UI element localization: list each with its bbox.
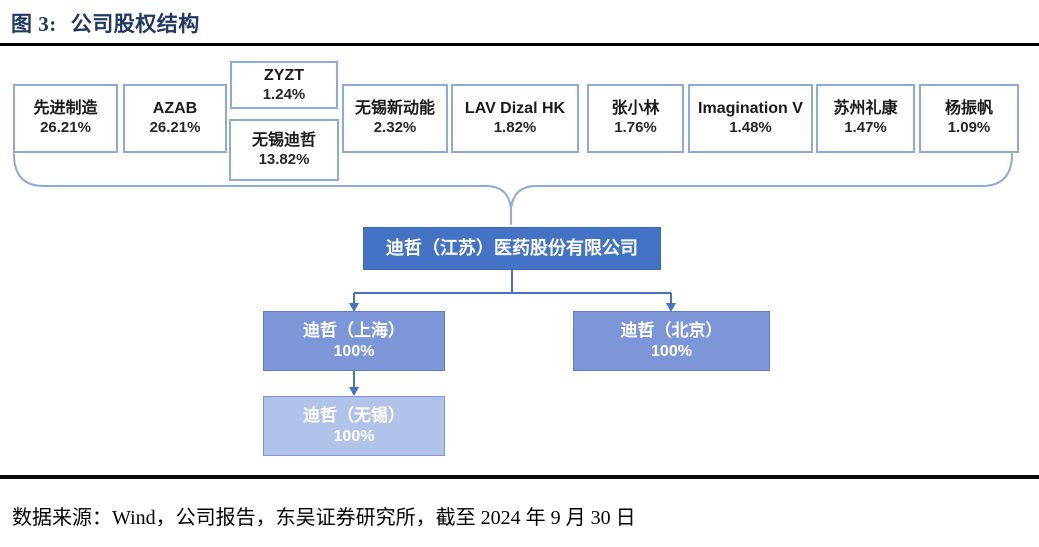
shareholder-name: 无锡迪哲 [251,131,316,149]
subsidiary-name: 迪哲（上海） [303,321,405,341]
shareholder-box: 先进制造 26.21% [13,84,118,153]
shareholder-box: 苏州礼康 1.47% [816,84,915,153]
shareholder-name: 无锡新动能 [354,100,435,118]
shareholder-pct: 13.82% [258,150,310,168]
shareholder-box: 张小林 1.76% [587,84,684,153]
shareholder-name: 杨振帆 [944,100,993,118]
shareholder-pct: 2.32% [373,119,417,137]
shareholder-pct: 1.82% [493,119,537,137]
tree-lines [353,270,672,388]
shareholder-pct: 1.48% [729,119,772,137]
shareholder-box: 杨振帆 1.09% [919,84,1019,153]
subsidiary-box-shanghai: 迪哲（上海） 100% [263,311,445,371]
shareholder-name: 先进制造 [33,100,98,118]
shareholder-box: LAV Dizal HK 1.82% [451,84,579,153]
arrow-down-icon [666,303,676,312]
arrow-down-icon [349,387,359,396]
shareholder-box: Imagination V 1.48% [688,84,813,153]
subsidiary-pct: 100% [333,427,375,445]
shareholder-pct: 1.76% [614,119,657,137]
shareholder-pct: 26.21% [40,119,91,137]
shareholder-name: LAV Dizal HK [464,100,566,118]
shareholder-name: 苏州礼康 [833,100,898,118]
top-divider [0,43,1039,46]
shareholder-name: ZYZT [264,66,304,84]
figure-label: 图 3: [11,12,57,36]
shareholder-box: ZYZT 1.24% [230,61,338,109]
arrow-down-icon [349,303,359,312]
figure-title-text: 公司股权结构 [70,12,200,36]
subsidiary-pct: 100% [333,342,375,360]
shareholder-pct: 26.21% [149,119,201,137]
connector-lines [13,153,1013,396]
shareholder-name: Imagination V [698,100,803,118]
subsidiary-box-wuxi: 迪哲（无锡） 100% [263,396,445,456]
subsidiary-pct: 100% [651,342,692,360]
shareholder-box: 无锡新动能 2.32% [342,84,448,153]
subsidiary-name: 迪哲（北京） [620,321,723,341]
shareholder-box: AZAB 26.21% [123,84,227,153]
shareholder-name: 张小林 [611,100,660,118]
shareholder-pct: 1.24% [262,85,306,103]
subsidiary-box-beijing: 迪哲（北京） 100% [573,311,770,371]
shareholder-pct: 1.47% [844,119,887,137]
parent-company-box: 迪哲（江苏）医药股份有限公司 [363,227,661,270]
shareholder-name: AZAB [152,100,198,118]
bottom-divider [0,475,1039,479]
brace-shape [13,153,1013,225]
shareholder-box: 无锡迪哲 13.82% [229,119,339,181]
source-note: 数据来源：Wind，公司报告，东吴证券研究所，截至 2024 年 9 月 30 … [12,507,636,529]
figure-title: 图 3: 公司股权结构 [11,8,200,38]
parent-company-name: 迪哲（江苏）医药股份有限公司 [386,238,638,259]
shareholder-pct: 1.09% [947,119,991,137]
subsidiary-name: 迪哲（无锡） [303,406,405,426]
